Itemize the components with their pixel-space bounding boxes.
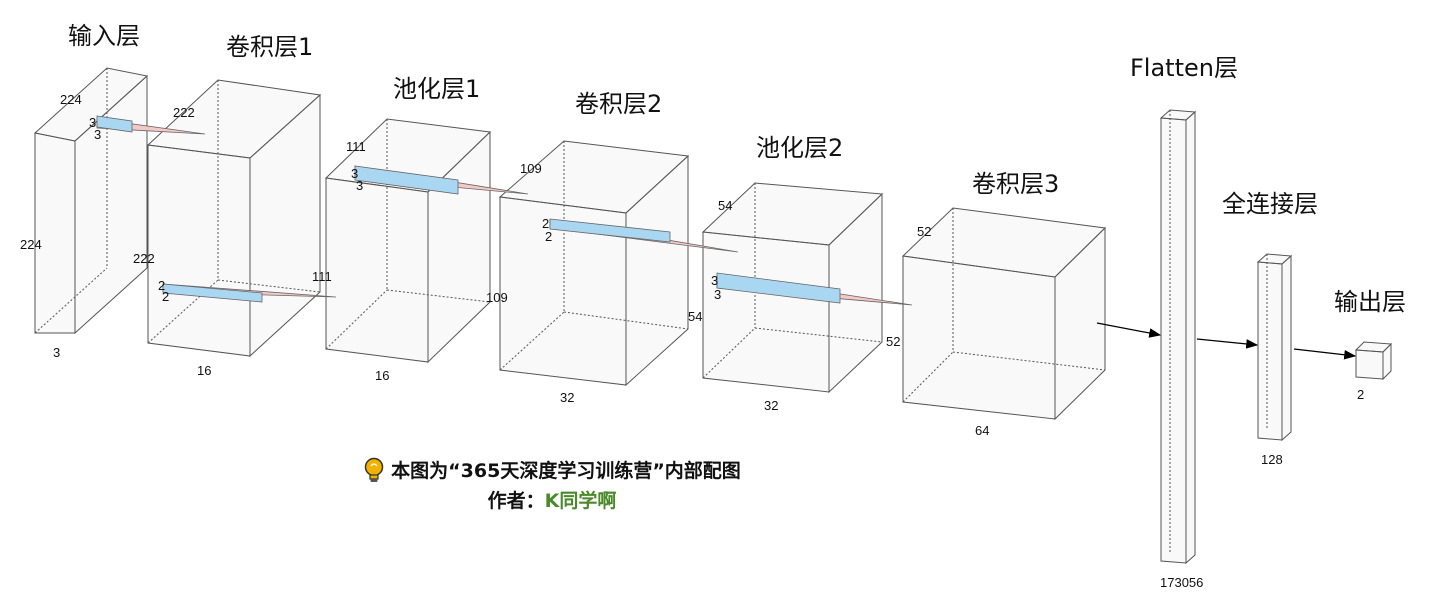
kernel3-size-a: 3 [351, 166, 358, 181]
input-channels-label: 3 [53, 345, 60, 360]
layer-title-conv2: 卷积层2 [575, 90, 662, 118]
layer-title-pool1: 池化层1 [393, 75, 480, 103]
arrow-conv3-flatten [1096, 322, 1162, 338]
input-height-label: 224 [20, 237, 42, 252]
layer-title-output: 输出层 [1334, 288, 1406, 316]
arrow-flatten-dense [1196, 338, 1259, 349]
credits-line-1: 本图为“365天深度学习训练营”内部配图 [272, 456, 832, 486]
flatten-layer-box [1159, 109, 1197, 565]
conv1-layer-box [146, 79, 322, 358]
kernel1-size-a: 3 [89, 115, 96, 130]
pool2-layer-box [701, 182, 884, 394]
kernel5-size-a: 3 [711, 273, 718, 288]
kernel1-size-b: 3 [94, 127, 101, 142]
layer-title-conv3: 卷积层3 [972, 170, 1059, 198]
credits-block: 本图为“365天深度学习训练营”内部配图 作者：K同学啊 [272, 456, 832, 516]
conv1-channels-label: 16 [197, 363, 211, 378]
kernel4-size-a: 2 [542, 216, 549, 231]
pool2-height-label: 54 [688, 309, 702, 324]
pool1-layer-box [324, 118, 492, 364]
conv3-channels-label: 64 [975, 423, 989, 438]
arrow-dense-output [1293, 348, 1357, 360]
conv2-channels-label: 32 [560, 390, 574, 405]
layer-title-pool2: 池化层2 [756, 134, 843, 162]
conv3-height-label: 52 [886, 334, 900, 349]
kernel-conv2-pool2 [549, 218, 739, 253]
dense-layer-box [1256, 253, 1293, 442]
kernel2-size-b: 2 [162, 289, 169, 304]
conv3-depth-label: 52 [917, 224, 931, 239]
layer-title-input: 输入层 [68, 22, 140, 50]
input-layer-box [33, 67, 149, 335]
output-layer-box [1354, 341, 1393, 381]
pool2-depth-label: 54 [718, 198, 732, 213]
kernel2-size-a: 2 [158, 278, 165, 293]
pool1-height-label: 111 [312, 269, 332, 284]
input-depth-label: 224 [60, 92, 82, 107]
dense-units-label: 128 [1261, 452, 1283, 467]
conv2-height-label: 109 [486, 290, 508, 305]
kernel-conv1-pool1 [162, 283, 337, 303]
layer-title-flatten: Flatten层 [1130, 54, 1238, 82]
pool1-channels-label: 16 [375, 368, 389, 383]
flatten-units-label: 173056 [1160, 575, 1203, 590]
credits-notice-text: 本图为“365天深度学习训练营”内部配图 [391, 460, 741, 482]
kernel4-size-b: 2 [545, 229, 552, 244]
credits-line-2: 作者：K同学啊 [272, 486, 832, 516]
kernel5-size-b: 3 [714, 287, 721, 302]
kernel3-size-b: 3 [356, 178, 363, 193]
conv2-depth-label: 109 [520, 161, 542, 176]
conv1-depth-label: 222 [173, 105, 195, 120]
kernel-pool2-conv3 [716, 272, 913, 306]
conv3-layer-box [901, 207, 1107, 421]
layer-title-conv1: 卷积层1 [226, 33, 313, 61]
layer-title-dense: 全连接层 [1222, 190, 1318, 218]
kernel-pool1-conv2 [354, 165, 529, 195]
credits-author-prefix: 作者： [487, 490, 545, 512]
conv2-layer-box [498, 140, 690, 387]
pool1-depth-label: 111 [346, 139, 366, 154]
conv1-height-label: 222 [133, 251, 155, 266]
credits-author-name: K同学啊 [544, 490, 617, 512]
output-units-label: 2 [1357, 387, 1364, 402]
pool2-channels-label: 32 [764, 398, 778, 413]
lightbulb-icon [364, 457, 384, 482]
kernel-input-conv1 [96, 115, 206, 135]
